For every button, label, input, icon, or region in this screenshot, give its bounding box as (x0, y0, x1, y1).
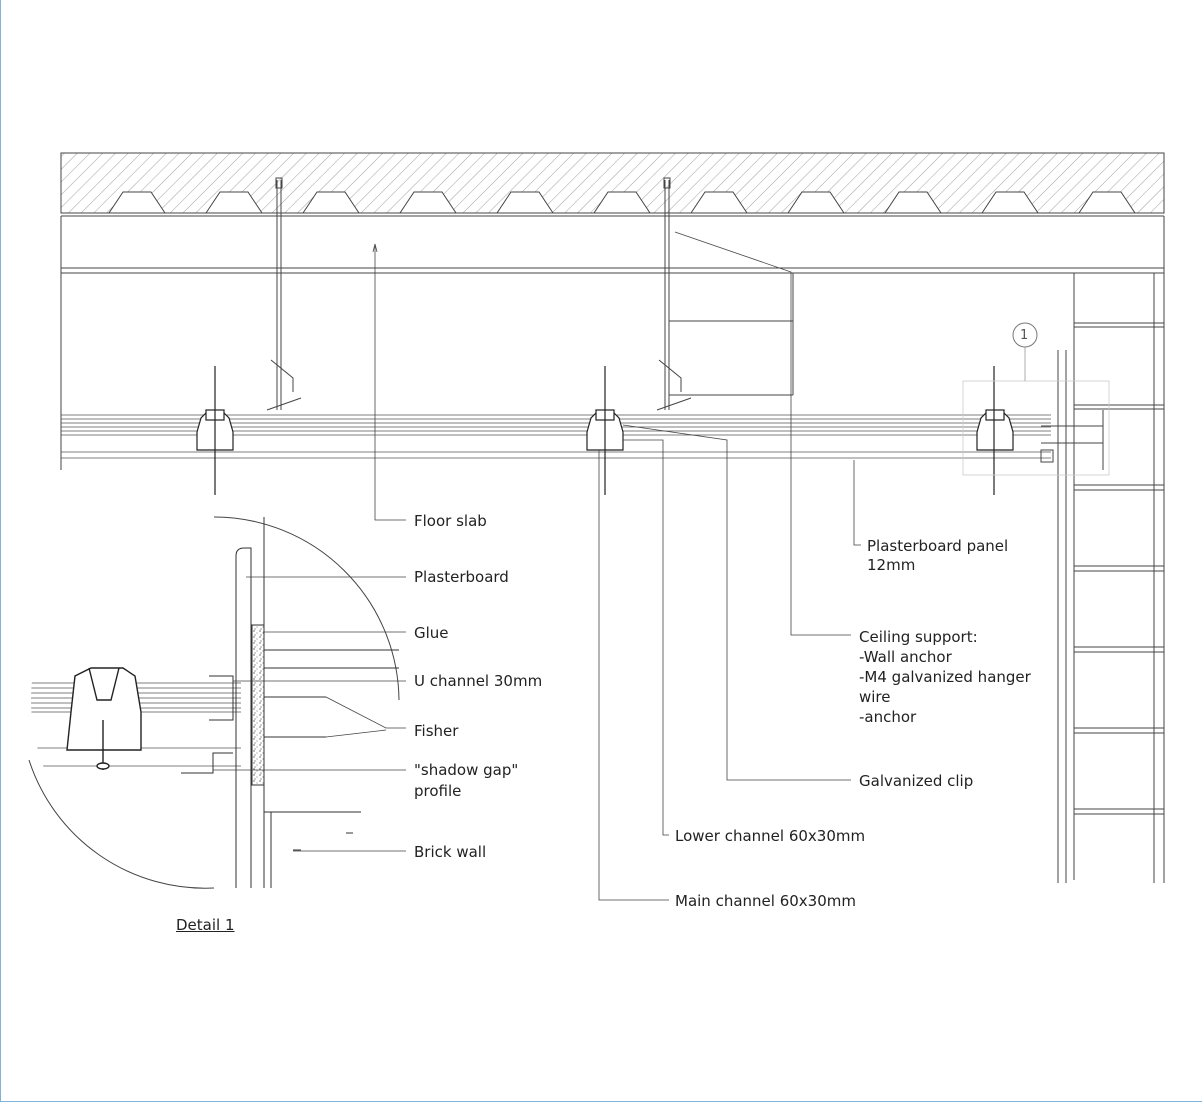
floor-slab (60, 152, 1165, 470)
ceiling-support-item-4: -anchor (859, 708, 917, 726)
shadow-gap-label-line1: "shadow gap" (414, 761, 519, 779)
detail-marker (1012, 322, 1038, 381)
brick-wall-right (962, 273, 1165, 883)
ceiling-support-item-2: -M4 galvanized hanger (859, 668, 1031, 686)
galvanized-clips (196, 366, 1014, 495)
leader-lines (213, 231, 861, 901)
floor-slab-label: Floor slab (414, 512, 487, 530)
plasterboard-panel-label-line1: Plasterboard panel (867, 537, 1009, 555)
plasterboard-panel-label-line2: 12mm (867, 556, 916, 574)
ceiling-support-item-1: -Wall anchor (859, 648, 952, 666)
galvanized-clip-label: Galvanized clip (859, 772, 974, 790)
glue-label: Glue (414, 624, 449, 642)
main-channel-label: Main channel 60x30mm (675, 892, 856, 910)
plasterboard-label: Plasterboard (414, 568, 509, 586)
detail-1-title: Detail 1 (176, 916, 235, 934)
shadow-gap-label-line2: profile (414, 782, 462, 800)
detail-1-enlargement (28, 516, 400, 889)
fisher-label: Fisher (414, 722, 459, 740)
u-channel-label: U channel 30mm (414, 672, 543, 690)
hanger-wires (266, 177, 794, 411)
detail-marker-number: 1 (1020, 328, 1029, 343)
ceiling-support-item-3: wire (859, 688, 891, 706)
lower-channel-label: Lower channel 60x30mm (675, 827, 866, 845)
ceiling-support-title: Ceiling support: (859, 628, 978, 646)
brick-wall-label: Brick wall (414, 843, 487, 861)
